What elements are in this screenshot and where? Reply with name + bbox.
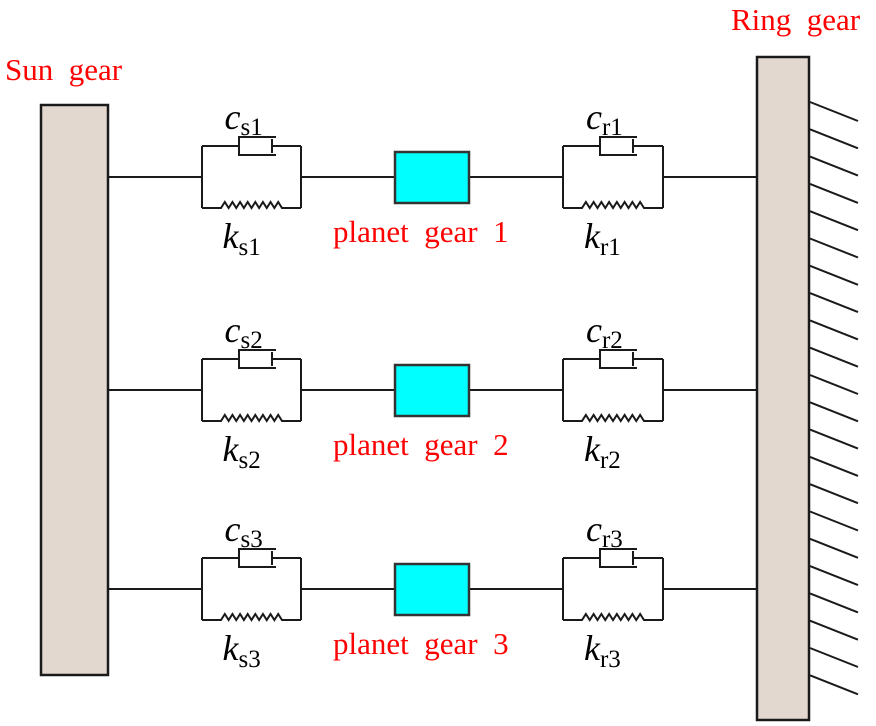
damper-icon <box>563 548 663 568</box>
sun-stiffness-label: ks3 <box>223 628 261 673</box>
damper-icon <box>202 136 301 156</box>
hatch-line <box>809 401 859 423</box>
hatch-line <box>809 128 859 150</box>
ring-stiffness-label: kr1 <box>584 216 621 261</box>
hatch-line <box>809 619 859 641</box>
ring-spring-damper-unit: cr2 kr2 <box>562 310 664 474</box>
spring-icon <box>563 612 663 622</box>
hatch-line <box>809 537 859 559</box>
sun-damping-coefficient-label: cs2 <box>225 310 263 354</box>
hatch-line <box>809 483 859 505</box>
sun-damping-coefficient-label: cs1 <box>225 97 263 141</box>
ring-damping-coefficient-label: cr2 <box>586 310 623 354</box>
planet-row-3: cs3 ks3 cr3 kr3 planet gear 3 <box>108 509 757 673</box>
hatch-line <box>809 237 859 259</box>
sun-stiffness-label: ks2 <box>223 429 261 474</box>
ring-spring-damper-unit: cr1 kr1 <box>562 97 664 261</box>
hatch-line <box>809 592 859 614</box>
sun-spring-damper-unit: cs1 ks1 <box>201 97 302 261</box>
hatch-line <box>809 264 859 286</box>
hatch-line <box>809 182 859 204</box>
hatch-line <box>809 374 859 395</box>
ring-gear-label: Ring gear <box>731 2 861 37</box>
hatch-line <box>809 155 859 177</box>
sun-gear-body <box>39 103 110 677</box>
ring-damping-coefficient-label: cr1 <box>586 97 623 141</box>
hatch-line <box>809 647 859 668</box>
spring-icon <box>202 413 301 423</box>
hatch-line <box>809 101 859 122</box>
sun-spring-damper-unit: cs2 ks2 <box>201 310 302 474</box>
ring-gear-body <box>755 55 811 722</box>
hatch-line <box>809 674 859 696</box>
sun-damping-coefficient-label: cs3 <box>225 509 263 553</box>
spring-icon <box>202 200 301 210</box>
hatch-line <box>809 210 859 232</box>
sun-gear-label: Sun gear <box>5 52 123 87</box>
planet-gear-body <box>393 562 471 617</box>
damper-icon <box>563 349 663 369</box>
hatch-line <box>809 319 859 341</box>
hatch-line <box>809 428 859 450</box>
hatch-line <box>809 455 859 477</box>
planet-row-1: cs1 ks1 cr1 kr1 planet gear 1 <box>108 97 757 261</box>
sun-spring-damper-unit: cs3 ks3 <box>201 509 302 673</box>
ground-hatch <box>809 101 859 696</box>
damper-icon <box>202 349 301 369</box>
ring-stiffness-label: kr3 <box>584 628 621 673</box>
hatch-line <box>809 565 859 587</box>
spring-icon <box>202 612 301 622</box>
hatch-line <box>809 346 859 368</box>
planet-rows: cs1 ks1 cr1 kr1 planet gear 1 cs2 ks2 cr2 kr2 pla… <box>108 97 757 673</box>
ring-spring-damper-unit: cr3 kr3 <box>562 509 664 673</box>
planet-row-2: cs2 ks2 cr2 kr2 planet gear 2 <box>108 310 757 474</box>
planet-gear-label: planet gear 2 <box>333 427 509 462</box>
spring-icon <box>563 413 663 423</box>
spring-icon <box>563 200 663 210</box>
planet-gear-body <box>393 150 471 205</box>
sun-stiffness-label: ks1 <box>223 216 261 261</box>
damper-icon <box>563 136 663 156</box>
ring-stiffness-label: kr2 <box>584 429 621 474</box>
planet-gear-label: planet gear 3 <box>333 626 509 661</box>
damper-icon <box>202 548 301 568</box>
hatch-line <box>809 292 859 314</box>
hatch-line <box>809 510 859 532</box>
planet-gear-label: planet gear 1 <box>333 214 509 249</box>
planet-gear-body <box>393 363 471 418</box>
ring-damping-coefficient-label: cr3 <box>586 509 623 553</box>
